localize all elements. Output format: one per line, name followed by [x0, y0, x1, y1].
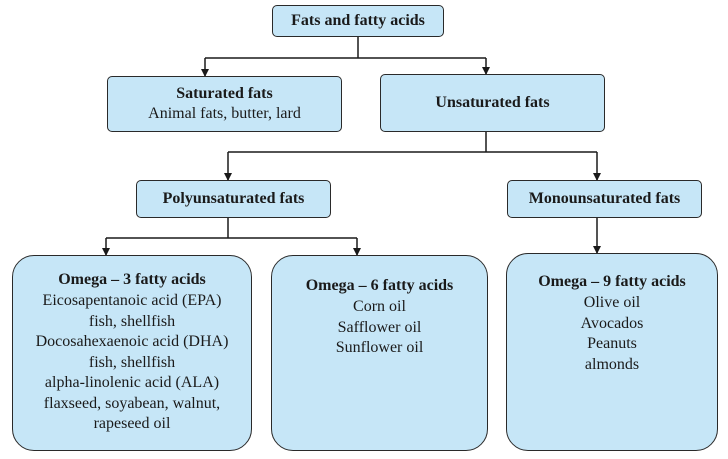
node-label: Fats and fatty acids [291, 12, 425, 29]
card-line: almonds [584, 355, 640, 373]
node-examples: Animal fats, butter, lard [148, 104, 301, 122]
card-line: flaxseed, soyabean, walnut, [43, 394, 221, 412]
card-omega-6: Omega – 6 fatty acids Corn oil Safflower… [271, 255, 488, 451]
card-line: Peanuts [587, 335, 637, 352]
card-line: fish, shellfish [88, 312, 176, 330]
card-line: Sunflower oil [335, 339, 424, 356]
node-fats-and-fatty-acids: Fats and fatty acids [272, 5, 444, 37]
card-omega-9: Omega – 9 fatty acids Olive oil Avocados… [506, 253, 718, 451]
card-line: fish, shellfish [88, 353, 176, 371]
card-title: Omega – 6 fatty acids [305, 277, 454, 294]
node-label: Saturated fats [176, 84, 273, 102]
node-saturated-fats: Saturated fats Animal fats, butter, lard [107, 76, 342, 132]
card-title: Omega – 9 fatty acids [538, 273, 686, 290]
card-line: Avocados [580, 314, 644, 332]
card-line: Olive oil [583, 294, 641, 311]
card-line: Eicosapentanoic acid (EPA) [42, 292, 222, 309]
connector-root [205, 37, 486, 59]
node-unsaturated-fats: Unsaturated fats [380, 74, 605, 132]
node-label: Polyunsaturated fats [162, 190, 305, 207]
card-line: Safflower oil [337, 318, 422, 336]
card-title: Omega – 3 fatty acids [58, 271, 206, 288]
connector-polyunsaturated [106, 218, 357, 239]
connector-unsaturated [228, 132, 597, 153]
card-line: Corn oil [353, 298, 406, 315]
node-polyunsaturated-fats: Polyunsaturated fats [136, 180, 331, 218]
card-line: alpha-linolenic acid (ALA) [44, 374, 220, 391]
card-line: rapeseed oil [93, 415, 171, 432]
node-label: Monounsaturated fats [528, 190, 681, 207]
node-monounsaturated-fats: Monounsaturated fats [507, 180, 702, 218]
card-omega-3: Omega – 3 fatty acids Eicosapentanoic ac… [12, 255, 252, 451]
node-label: Unsaturated fats [435, 94, 550, 111]
card-line: Docosahexaenoic acid (DHA) [35, 333, 229, 350]
